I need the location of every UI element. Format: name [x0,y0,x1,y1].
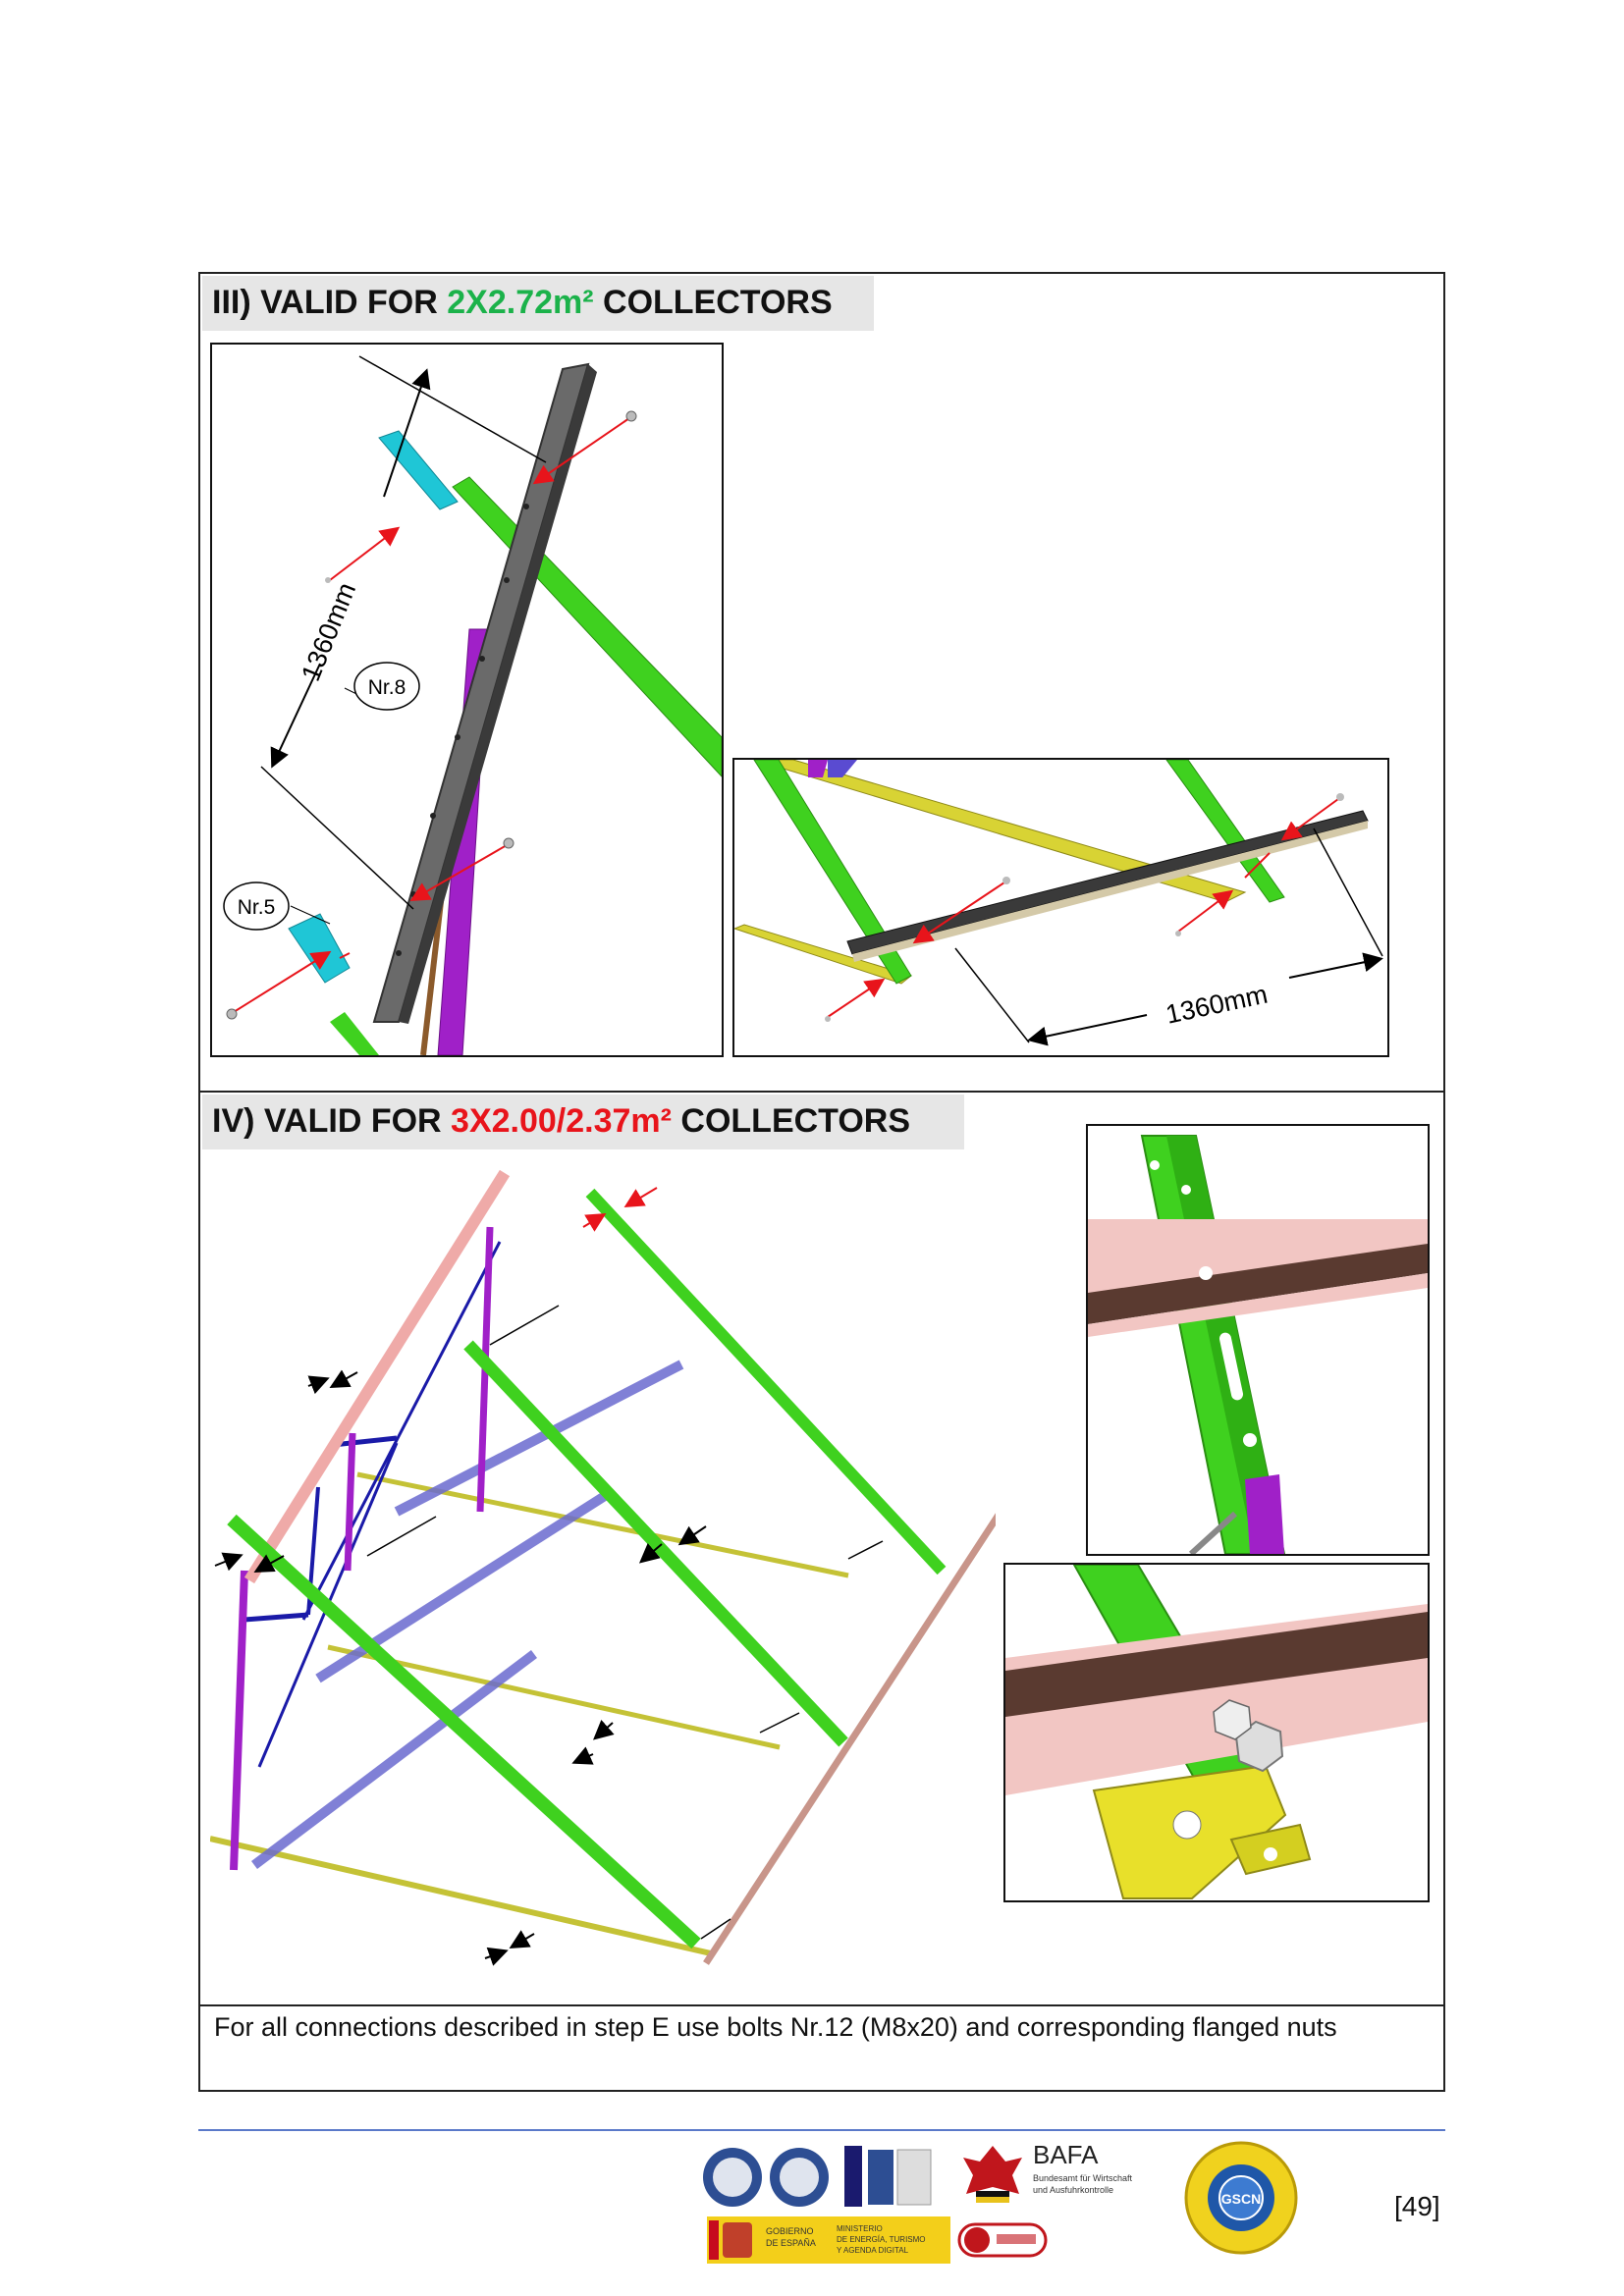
spain-flag-icon [709,2220,719,2260]
certification-logos-icon [703,2146,932,2207]
section-divider [198,1091,1445,1093]
logo-gobierno-espana: GOBIERNO DE ESPAÑA MINISTERIO DE ENERGÍA… [707,2216,950,2264]
section4-diagram-main [210,1158,996,1973]
ministry-line2: DE ENERGÍA, TURISMO [837,2235,926,2244]
seal-text: GSCN [1221,2191,1261,2207]
section3-heading: III) VALID FOR 2X2.72m² COLLECTORS [202,276,874,331]
label-nr5: Nr.5 [238,896,276,919]
section4-prefix: IV) VALID FOR [212,1102,452,1140]
bafa-title: BAFA [1033,2140,1099,2169]
dimension-left: 1360mm [296,578,361,685]
footnote-divider [198,2004,1445,2006]
ministry-line3: Y AGENDA DIGITAL [837,2246,909,2255]
section3-diagram-left: Nr.8 Nr.5 1360mm [210,343,724,1057]
footnote-text: For all connections described in step E … [214,2012,1337,2042]
footer-rule [198,2129,1445,2131]
section3-left-drawing: Nr.8 Nr.5 1360mm [223,355,722,1055]
section3-prefix: III) VALID FOR [212,284,448,321]
section4-heading: IV) VALID FOR 3X2.00/2.37m² COLLECTORS [202,1095,964,1149]
content-frame [198,272,1445,2092]
page-number: [49] [1394,2191,1440,2221]
gov-line1: GOBIERNO [766,2226,814,2236]
section4-detail-top-drawing [1088,1135,1428,1554]
section4-highlight: 3X2.00/2.37m² [451,1102,672,1140]
logo-group-certification [697,2140,952,2209]
coat-of-arms-icon [723,2222,752,2258]
eagle-icon [963,2146,1022,2203]
dimension-right: 1360mm [1164,980,1271,1030]
bafa-subtitle-line1: Bundesamt für Wirtschaft [1033,2173,1133,2183]
label-nr8: Nr.8 [368,676,406,699]
section3-suffix: COLLECTORS [593,284,833,321]
logo-bafa: BAFA Bundesamt für Wirtschaft und Ausfuh… [958,2140,1184,2209]
ministry-line1: MINISTERIO [837,2224,883,2233]
section4-detail-top [1086,1124,1430,1556]
red-badge-icon [957,2222,1048,2258]
logo-gscn-seal: GSCN [1183,2140,1299,2256]
logo-red-badge [957,2220,1048,2260]
section4-suffix: COLLECTORS [671,1102,911,1140]
section4-detail-bottom-drawing [1005,1565,1428,1899]
section3-highlight: 2X2.72m² [447,284,594,321]
bafa-subtitle-line2: und Ausfuhrkontrolle [1033,2185,1114,2195]
section3-right-drawing: 1360mm [734,760,1383,1046]
section3-diagram-right: 1360mm [732,758,1389,1057]
section4-detail-bottom [1003,1563,1430,1902]
gscn-seal-icon: GSCN [1184,2141,1298,2255]
section4-main-drawing [210,1169,996,1966]
gov-line2: DE ESPAÑA [766,2238,816,2248]
